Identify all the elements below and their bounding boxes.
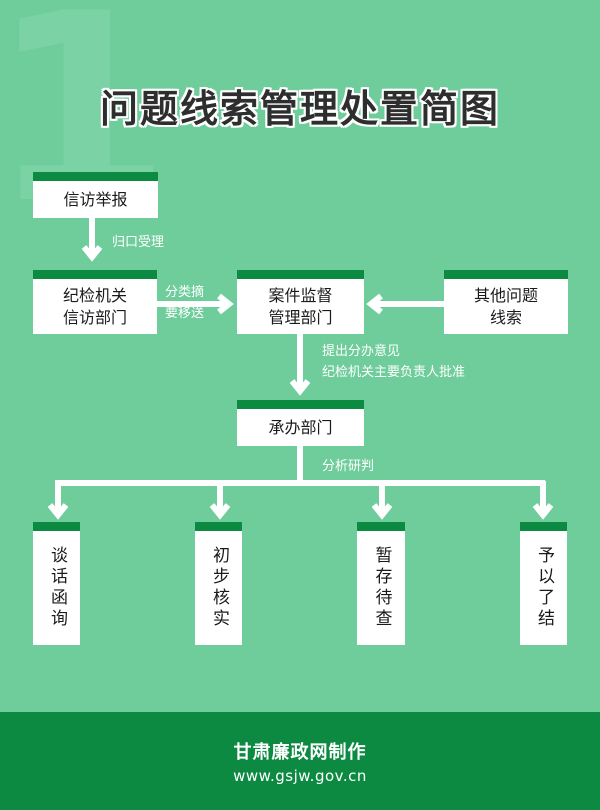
node-qita-wenti-label: 其他问题 线索 [473,285,538,327]
label-fenlei-zhaiyao: 分类摘 要移送 [165,285,205,322]
node-yiyi-liaojie: 予以了结 [520,522,567,645]
node-chengban: 承办部门 [237,400,364,446]
arrowhead-branch-2 [209,503,231,520]
footer-url: www.gsjw.gov.cn [233,767,367,785]
node-zancun-daicha-label: 暂存待查 [371,546,392,630]
flow-arrows [47,217,554,520]
arrowhead-qita-to-anjian [366,293,383,315]
node-anjian-jiandu: 案件监督 管理部门 [237,270,364,334]
node-yiyi-liaojie-label: 予以了结 [533,546,554,630]
arrowhead-xinfang-to-jijian [81,245,103,262]
node-xinfang-jubao: 信访举报 [33,172,158,218]
node-jijian-xinfang: 纪检机关 信访部门 [33,270,157,334]
node-chubu-heshi-label: 初步核实 [208,546,229,630]
arrowhead-branch-3 [371,503,393,520]
arrowhead-branch-4 [532,503,554,520]
label-guikou-shouli: 归口受理 [112,235,165,250]
arrowhead-jijian-to-anjian [217,293,234,315]
page-title: 问题线索管理处置简图 [99,86,500,131]
node-xinfang-jubao-label: 信访举报 [63,189,128,209]
node-jijian-xinfang-label: 纪检机关 信访部门 [62,285,127,327]
node-chubu-heshi: 初步核实 [195,522,242,645]
arrowhead-anjian-to-chengban [289,379,311,396]
label-fenxi-yanpan: 分析研判 [322,459,375,474]
node-tanhua-hanxun-label: 谈话函询 [46,546,67,630]
node-tanhua-hanxun: 谈话函询 [33,522,80,645]
arrowhead-branch-1 [47,503,69,520]
label-tichu-fenban: 提出分办意见 纪检机关主要负责人批准 [322,344,466,381]
node-zancun-daicha: 暂存待查 [357,522,405,645]
footer-org: 甘肃廉政网制作 [233,742,367,763]
node-qita-wenti: 其他问题 线索 [444,270,568,334]
node-anjian-jiandu-label: 案件监督 管理部门 [268,285,333,327]
footer: 甘肃廉政网制作 www.gsjw.gov.cn [0,712,600,810]
node-chengban-label: 承办部门 [268,417,333,437]
